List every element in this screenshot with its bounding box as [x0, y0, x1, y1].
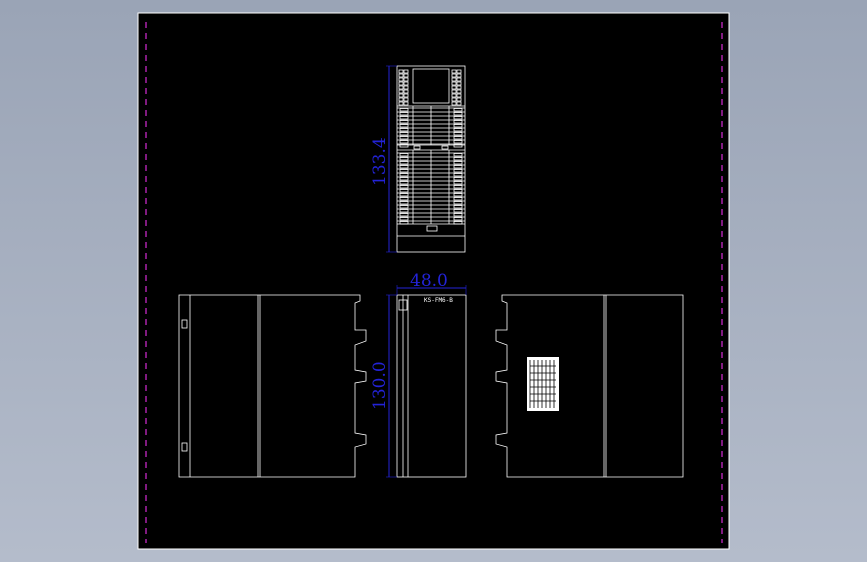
dimension-label-48: 48.0: [410, 271, 448, 291]
front-view: [396, 294, 467, 478]
right-side-view: [495, 294, 684, 478]
dimension-top-height: 133.4: [370, 65, 397, 253]
nameplate-label: [527, 357, 559, 411]
top-view: [396, 65, 466, 253]
dimension-label-130: 130.0: [370, 361, 390, 410]
front-label: KS-FM6-B: [424, 297, 453, 304]
dimension-front-width: 48.0: [396, 271, 467, 295]
dimension-front-height: 130.0: [370, 294, 397, 478]
left-side-view: [178, 294, 367, 478]
drawing-sheet: [137, 12, 730, 550]
dimension-label-133: 133.4: [370, 137, 390, 186]
